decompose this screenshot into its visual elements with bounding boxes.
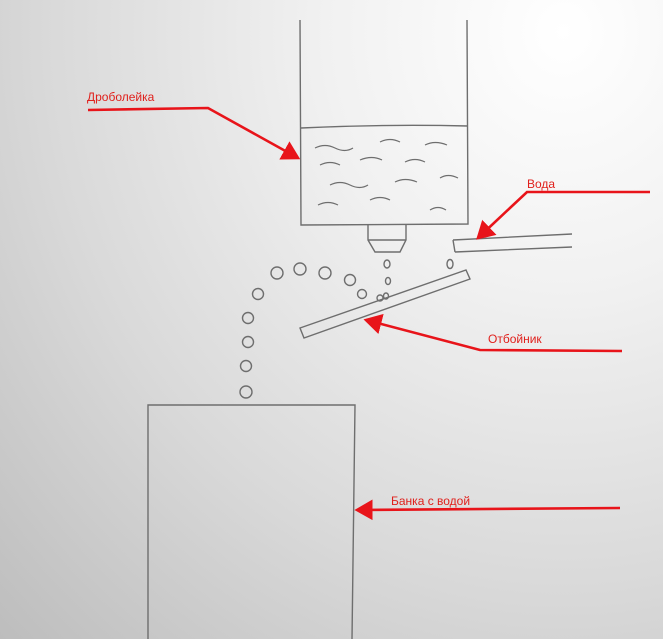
label-water: Вода <box>527 177 556 191</box>
label-shot-tower: Дроболейка <box>87 90 155 104</box>
nozzle <box>367 225 407 253</box>
falling-drops <box>382 259 392 300</box>
hopper <box>299 19 469 226</box>
water-waves <box>314 138 459 211</box>
annotation-arrows <box>87 106 650 521</box>
pellet-trajectory <box>239 262 384 399</box>
water-jar <box>147 404 356 639</box>
water-pipe <box>446 233 573 270</box>
label-water-jar: Банка с водой <box>391 494 471 508</box>
label-deflector: Отбойник <box>488 332 542 346</box>
deflector <box>299 269 471 339</box>
